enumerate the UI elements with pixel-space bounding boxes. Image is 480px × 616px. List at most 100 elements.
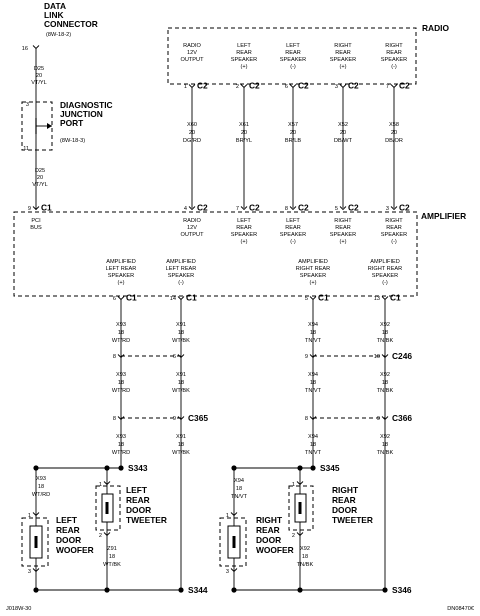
c366-label: C366 bbox=[392, 413, 412, 423]
radio-output-conn: C2 bbox=[197, 81, 208, 91]
c365-pin: 9 bbox=[173, 416, 176, 422]
amplifier-output-label-line: LEFT REAR bbox=[166, 266, 197, 272]
diagnostic-wire-label-line: 20 bbox=[37, 175, 43, 181]
amplifier-input-label-line: (+) bbox=[241, 239, 248, 245]
amplifier-output-label-line: SPEAKER bbox=[168, 273, 194, 279]
radio-output-pin: 6 bbox=[285, 84, 288, 90]
amplifier-output-label-line: RIGHT REAR bbox=[368, 266, 402, 272]
amplifier-input-label-line: SPEAKER bbox=[231, 232, 257, 238]
radio-output-conn: C2 bbox=[298, 81, 309, 91]
left-woofer-wire-label-line: WT/RD bbox=[32, 492, 50, 498]
right-woofer-box bbox=[219, 517, 247, 567]
radio-output-label-line: LEFT bbox=[237, 43, 251, 49]
left-woofer-wire-label-line: X93 bbox=[36, 476, 46, 482]
radio-output-pin: 7 bbox=[386, 84, 389, 90]
right-tweeter-top-chevron bbox=[296, 481, 304, 486]
radio-output-pin: 2 bbox=[236, 84, 239, 90]
c365-label: C365 bbox=[188, 413, 208, 423]
radio-output-conn: C2 bbox=[399, 81, 410, 91]
amplifier-output-label-line: AMPLIFIED bbox=[166, 259, 196, 265]
s344-dot-main bbox=[178, 587, 184, 593]
radio-output-conn: C2 bbox=[348, 81, 359, 91]
diagnostic-port-pin-out: 11 bbox=[23, 146, 29, 152]
radio-output-label-line: RIGHT bbox=[385, 43, 403, 49]
s344-label: S344 bbox=[188, 585, 208, 595]
left-tweeter-wire-label-line: Z91 bbox=[107, 546, 117, 552]
right-tweeter-pin-top: 1 bbox=[292, 482, 295, 488]
right-woofer-label-line: WOOFER bbox=[256, 545, 294, 555]
right-tweeter-label-line: TWEETER bbox=[332, 515, 373, 525]
right-woofer-pin-top: 1 bbox=[226, 513, 229, 519]
radio-box bbox=[167, 27, 417, 85]
left-woofer-label-line: DOOR bbox=[56, 535, 81, 545]
radio-output-label-line: (+) bbox=[241, 64, 248, 70]
amplifier-input-label-line: SPEAKER bbox=[330, 232, 356, 238]
right-tweeter-wire-label-line: TN/BK bbox=[297, 562, 314, 568]
s345-dot-main bbox=[310, 465, 316, 471]
amplifier-output-label-line: (+) bbox=[118, 280, 125, 286]
data-link-title-line: DATA bbox=[44, 1, 66, 11]
left-tweeter-label-line: DOOR bbox=[126, 505, 151, 515]
junction-arrowhead bbox=[47, 123, 52, 129]
c246-pin: 8 bbox=[113, 354, 116, 360]
amplifier-box bbox=[13, 211, 418, 297]
amplifier-output-label-line: SPEAKER bbox=[108, 273, 134, 279]
amplifier-input-label-line: RADIO bbox=[183, 218, 201, 224]
c366-pin: 9 bbox=[377, 416, 380, 422]
pci-bus-label-line: PCI bbox=[31, 218, 41, 224]
radio-output-label-line: REAR bbox=[386, 50, 402, 56]
radio-output-pin: 1 bbox=[184, 84, 187, 90]
amplifier-input-chevron bbox=[188, 206, 196, 211]
right-tweeter-label-line: RIGHT bbox=[332, 485, 359, 495]
data-link-wire-label-line: VT/YL bbox=[31, 80, 47, 86]
amplifier-input-label-line: REAR bbox=[386, 225, 402, 231]
right-woofer-label-line: REAR bbox=[256, 525, 280, 535]
amplifier-input-label-line: REAR bbox=[335, 225, 351, 231]
left-woofer-top-chevron bbox=[32, 512, 40, 517]
radio-output-label-line: OUTPUT bbox=[181, 57, 205, 63]
amplifier-input-label-line: SPEAKER bbox=[280, 232, 306, 238]
amplifier-input-label-line: REAR bbox=[236, 225, 252, 231]
pci-bus-label-line: BUS bbox=[30, 225, 42, 231]
amplifier-input-label-line: RIGHT bbox=[385, 218, 403, 224]
footer-left: J018W-30 bbox=[6, 606, 31, 612]
amplifier-output-label-line: SPEAKER bbox=[300, 273, 326, 279]
diagnostic-wire-label-line: D25 bbox=[35, 168, 45, 174]
radio-output-label-line: LEFT bbox=[286, 43, 300, 49]
right-woofer-bottom-chevron bbox=[230, 568, 238, 573]
s346-label: S346 bbox=[392, 585, 412, 595]
amplifier-output-label-line: SPEAKER bbox=[372, 273, 398, 279]
amplifier-output-label-line: RIGHT REAR bbox=[296, 266, 330, 272]
left-tweeter-pin-top: 1 bbox=[99, 482, 102, 488]
amplifier-input-label-line: RIGHT bbox=[334, 218, 352, 224]
radio-output-conn: C2 bbox=[249, 81, 260, 91]
diagram-art: DATALINKCONNECTOR(8W-18-2)16D2520VT/YL31… bbox=[6, 1, 475, 612]
left-woofer-bottom-chevron bbox=[32, 568, 40, 573]
amplifier-output-conn: C1 bbox=[126, 293, 137, 303]
right-woofer-wire-label-line: TN/VT bbox=[231, 494, 248, 500]
right-tweeter-wire-label-line: 18 bbox=[302, 554, 308, 560]
pci-bus-conn: C1 bbox=[41, 203, 52, 213]
left-woofer-pin-top: 1 bbox=[28, 513, 31, 519]
amplifier-output-conn: C1 bbox=[390, 293, 401, 303]
amplifier-input-label-line: (+) bbox=[340, 239, 347, 245]
c366-pin: 8 bbox=[305, 416, 308, 422]
radio-output-label-line: SPEAKER bbox=[330, 57, 356, 63]
left-woofer-label-line: WOOFER bbox=[56, 545, 94, 555]
c246-pin: 6 bbox=[173, 354, 176, 360]
amplifier-output-label-line: (-) bbox=[382, 280, 388, 286]
amplifier-input-label-line: REAR bbox=[285, 225, 301, 231]
c246-pin: 10 bbox=[374, 354, 380, 360]
diagnostic-port-label-line: JUNCTION bbox=[60, 109, 103, 119]
radio-output-label-line: REAR bbox=[236, 50, 252, 56]
amplifier-input-pin: 3 bbox=[386, 206, 389, 212]
right-tweeter-box bbox=[288, 485, 314, 531]
amplifier-input-conn: C2 bbox=[249, 203, 260, 213]
amplifier-input-pin: 8 bbox=[285, 206, 288, 212]
amplifier-output-label-line: (+) bbox=[310, 280, 317, 286]
left-tweeter-label-line: TWEETER bbox=[126, 515, 167, 525]
radio-output-label-line: SPEAKER bbox=[381, 57, 407, 63]
left-woofer-wire-label-line: 18 bbox=[38, 484, 44, 490]
s345-label: S345 bbox=[320, 463, 340, 473]
